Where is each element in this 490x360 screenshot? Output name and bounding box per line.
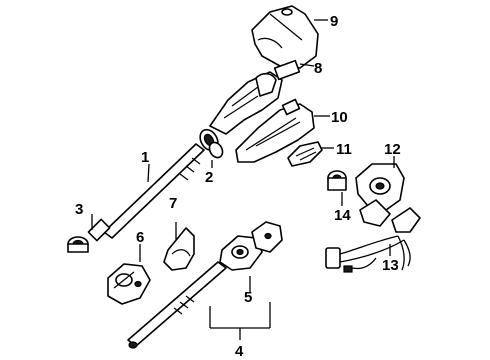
part-2-bearing <box>199 128 224 159</box>
callout-1: 1 <box>141 149 149 166</box>
callout-10: 10 <box>331 109 348 126</box>
callout-7: 7 <box>169 195 177 212</box>
callout-6: 6 <box>136 229 144 246</box>
part-11-bracket <box>287 141 323 167</box>
part-5-coupling <box>219 221 283 271</box>
part-12-ignition-housing <box>355 163 421 233</box>
part-4-intermediate-shaft <box>127 261 227 349</box>
part-9-upper-shroud <box>251 5 319 69</box>
callout-labels: 1 2 3 4 5 6 7 8 9 10 11 12 13 14 <box>75 13 401 360</box>
part-3-bushing <box>67 236 89 253</box>
part-10-lower-shroud <box>235 98 315 163</box>
callout-8: 8 <box>314 60 322 77</box>
callout-3: 3 <box>75 201 83 218</box>
callout-9: 9 <box>330 13 338 30</box>
part-8-column-housing <box>209 59 301 135</box>
callout-4: 4 <box>235 343 244 360</box>
part-13-wiring-harness <box>325 235 411 273</box>
part-14-lock-cylinder <box>327 170 347 191</box>
part-7-boot <box>163 227 195 271</box>
callout-5: 5 <box>244 289 252 306</box>
callout-2: 2 <box>205 169 213 186</box>
leader-lines <box>91 19 395 340</box>
callout-13: 13 <box>382 257 399 274</box>
part-6-universal-joint <box>107 263 151 305</box>
callout-14: 14 <box>334 207 351 224</box>
callout-11: 11 <box>336 141 352 158</box>
part-1-steering-shaft <box>87 143 205 242</box>
callout-12: 12 <box>384 141 401 158</box>
